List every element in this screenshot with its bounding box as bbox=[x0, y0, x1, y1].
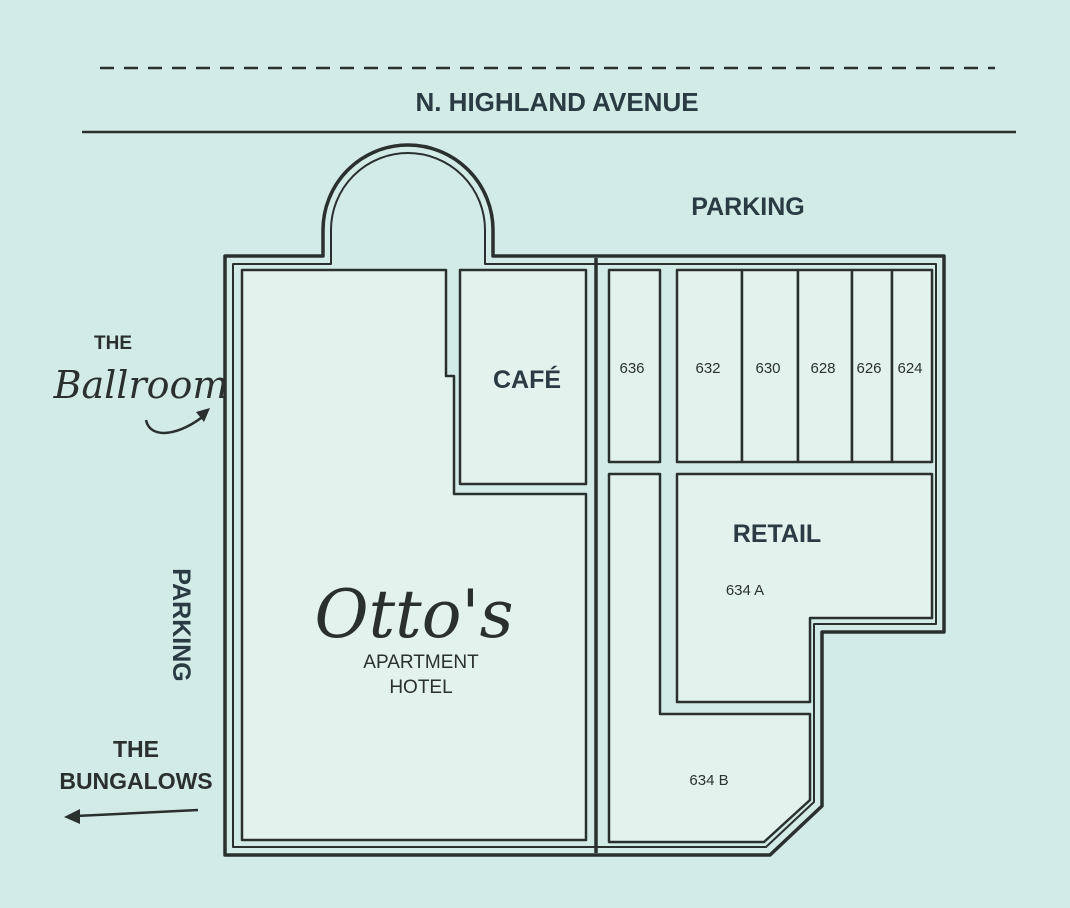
unit-632-label: 632 bbox=[695, 360, 720, 377]
bungalows-line1: THE bbox=[113, 736, 159, 762]
bungalows-line2: BUNGALOWS bbox=[59, 768, 212, 794]
street-name: N. HIGHLAND AVENUE bbox=[415, 87, 698, 117]
bungalows-arrow-icon bbox=[75, 808, 199, 818]
retail-634a bbox=[675, 472, 934, 704]
bungalows-arrowhead-icon bbox=[64, 809, 80, 824]
hotel-room bbox=[240, 268, 588, 842]
unit-626-label: 626 bbox=[856, 360, 881, 377]
retail-634b bbox=[607, 472, 812, 844]
unit-630-label: 630 bbox=[755, 360, 780, 377]
retail-title: RETAIL bbox=[733, 520, 821, 548]
ballroom-arrowhead-icon bbox=[196, 408, 210, 422]
parking-top-label: PARKING bbox=[691, 193, 804, 221]
parking-left-label: PARKING bbox=[167, 568, 195, 681]
ballroom-name: Ballroom bbox=[53, 363, 229, 407]
retail-634a-label: 634 A bbox=[726, 582, 764, 599]
unit-624-label: 624 bbox=[897, 360, 922, 377]
cafe-label: CAFÉ bbox=[493, 365, 561, 394]
unit-624 bbox=[890, 268, 934, 464]
building-outline-inner bbox=[232, 152, 937, 848]
ballroom-the: THE bbox=[94, 333, 132, 354]
hotel-line2: HOTEL bbox=[389, 677, 452, 698]
building-outline bbox=[223, 143, 946, 857]
retail-634b-label: 634 B bbox=[689, 772, 728, 789]
hotel-line1: APARTMENT bbox=[363, 652, 479, 673]
cafe-room bbox=[458, 268, 588, 486]
hotel-name: Otto's bbox=[315, 576, 514, 653]
ballroom-arrow-icon bbox=[144, 413, 207, 435]
unit-628-label: 628 bbox=[810, 360, 835, 377]
unit-636 bbox=[607, 268, 662, 464]
unit-636-label: 636 bbox=[619, 360, 644, 377]
